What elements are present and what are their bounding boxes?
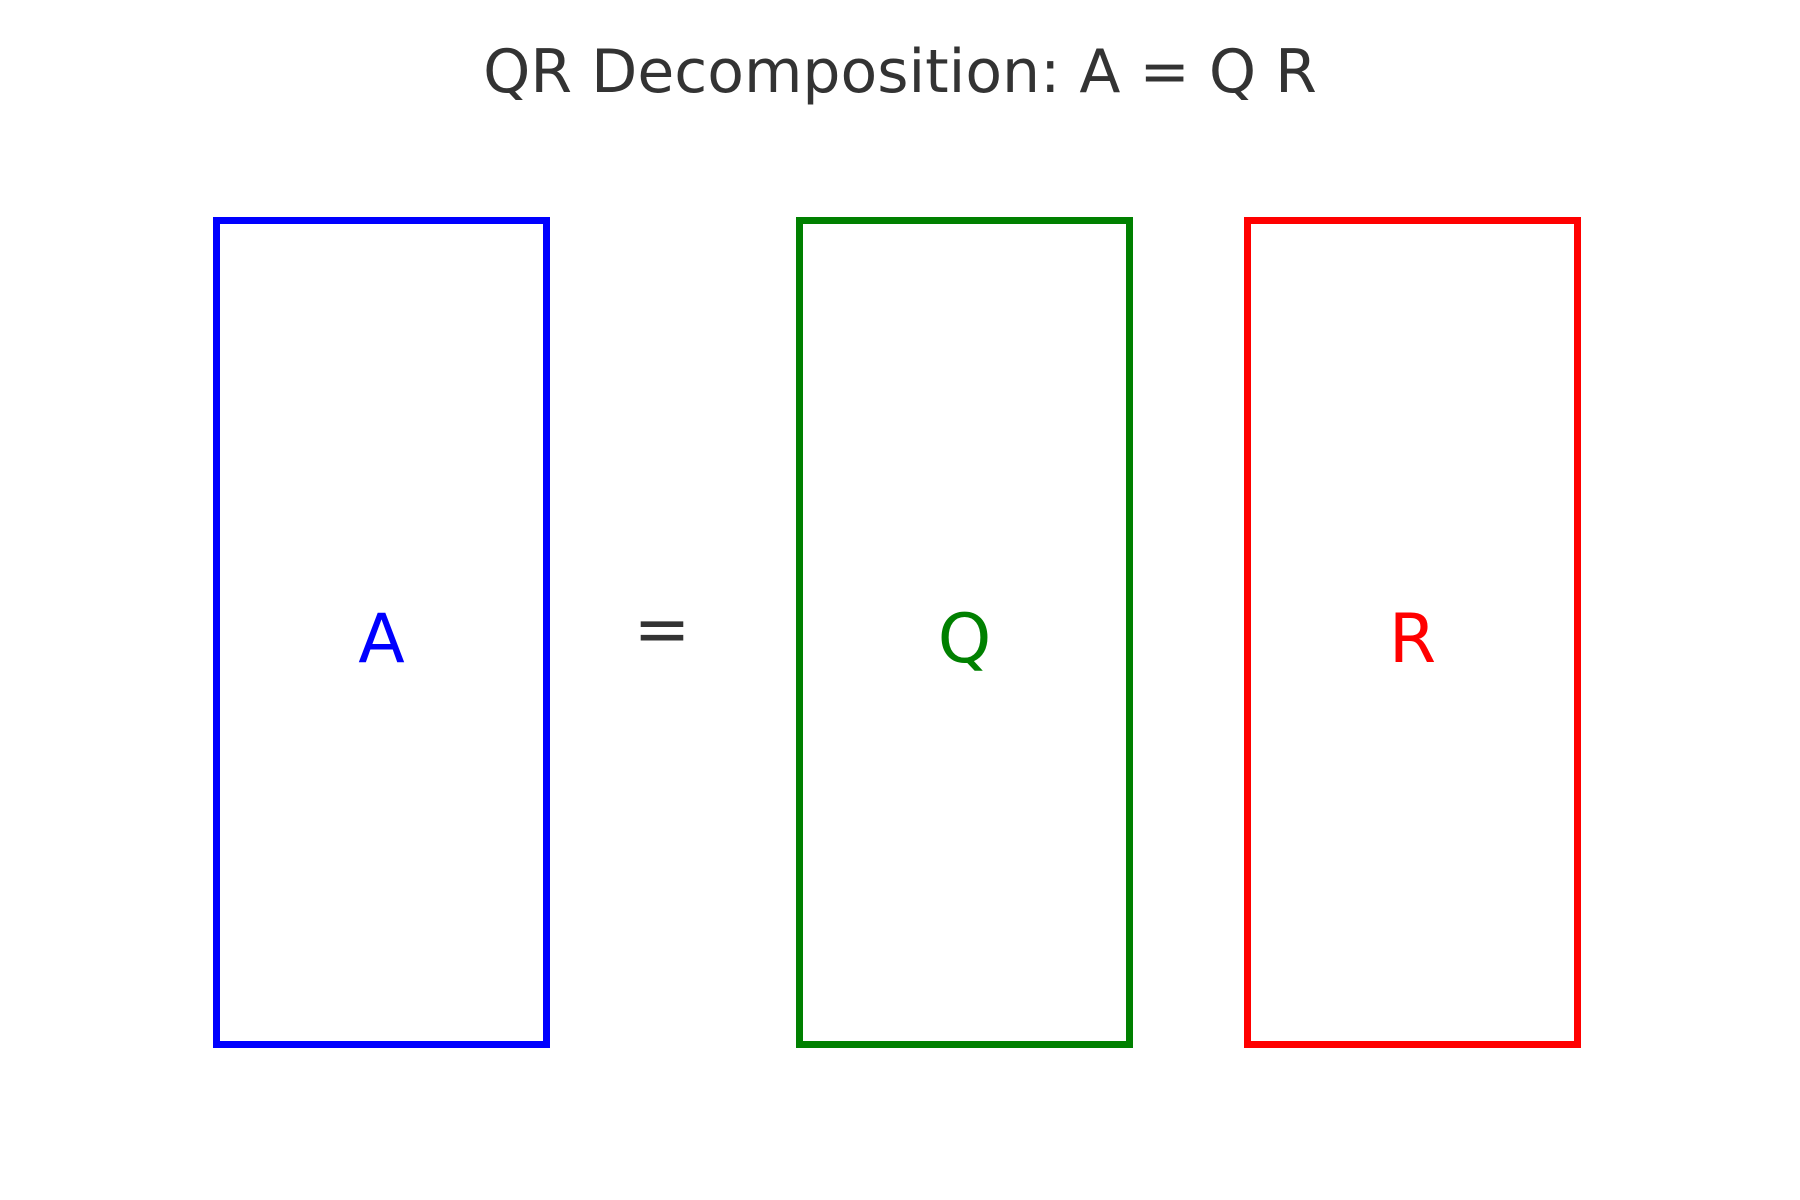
matrix-r-box: R	[1244, 217, 1581, 1048]
equals-sign: =	[633, 590, 691, 669]
matrix-a-box: A	[213, 217, 550, 1048]
diagram-title: QR Decomposition: A = Q R	[483, 37, 1317, 107]
matrix-a-label: A	[358, 600, 405, 679]
matrix-q-box: Q	[796, 217, 1133, 1048]
matrix-q-label: Q	[937, 600, 992, 679]
matrix-r-label: R	[1388, 600, 1437, 679]
